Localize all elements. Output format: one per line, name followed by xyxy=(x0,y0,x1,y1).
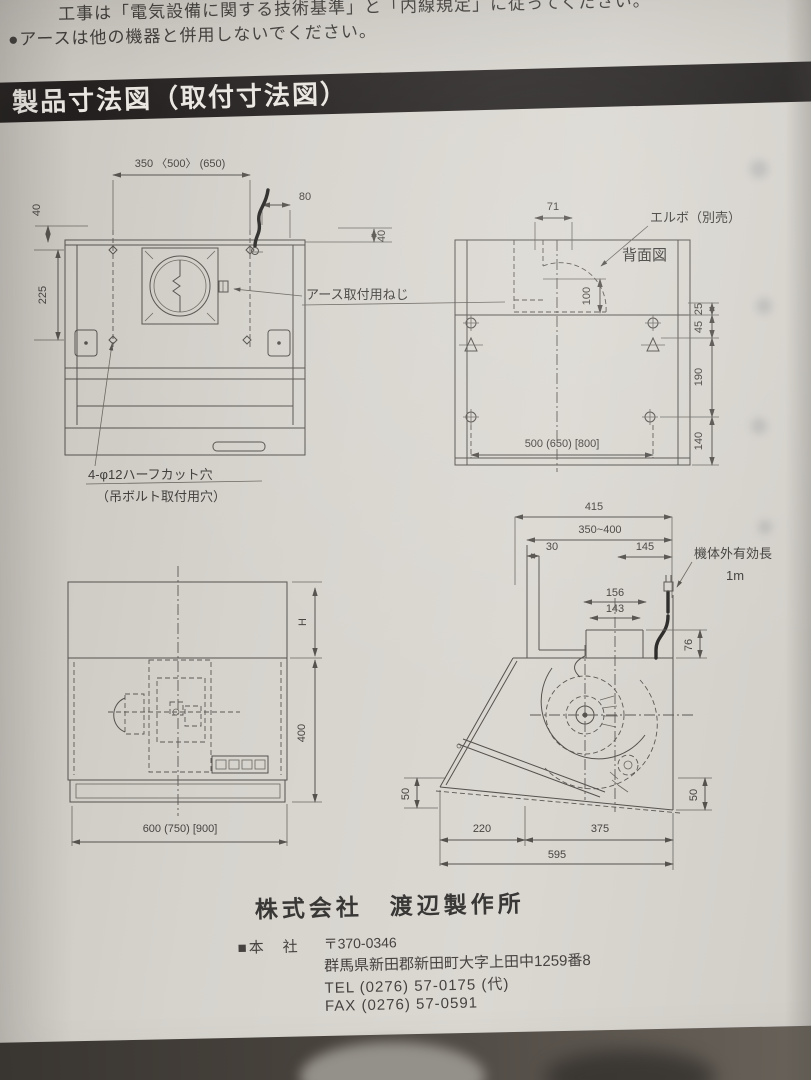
side-dim-30: 30 xyxy=(546,541,558,553)
side-dim-375: 375 xyxy=(591,823,609,835)
back-screw-holes xyxy=(459,315,665,425)
side-dim-595: 595 xyxy=(548,849,566,861)
side-dim-right-50: 50 xyxy=(688,789,700,801)
install-view-drawing: H 400 600 (750) [900] xyxy=(67,566,322,846)
power-plug xyxy=(663,575,674,592)
install-dim-bottom: 600 (750) [900] xyxy=(143,823,218,835)
back-dim-right-2: 45 xyxy=(693,321,705,333)
front-dim-gap-left: 40 xyxy=(31,204,43,216)
side-dim-left-50: 50 xyxy=(400,788,412,800)
print-showthrough-smudge xyxy=(756,298,772,314)
back-view-drawing: エルボ（別売） 背面図 71 100 25 45 xyxy=(454,201,741,472)
back-dim-right-3: 190 xyxy=(693,368,705,386)
fax-number: FAX (0276) 57-0591 xyxy=(324,994,479,1015)
front-label-holes-1: 4-φ12ハーフカット穴 xyxy=(88,467,213,482)
back-dim-bottom: 500 (650) [800] xyxy=(525,438,600,450)
fan-scroll xyxy=(540,655,658,790)
front-dim-gap-right: 40 xyxy=(376,230,388,242)
side-dim-top-total: 415 xyxy=(585,501,603,513)
print-showthrough-smudge xyxy=(758,520,772,534)
front-dim-cord-offset: 80 xyxy=(299,191,311,203)
back-label-elbow: エルボ（別売） xyxy=(650,210,741,225)
back-dim-right-1: 25 xyxy=(693,303,705,315)
side-label-cord-1: 機体外有効長 xyxy=(694,546,772,561)
side-dim-220: 220 xyxy=(473,823,491,835)
front-view-drawing: 350 〈500〉 (650) 40 225 80 40 アース取付用ねじ 4-… xyxy=(31,157,506,504)
switch-panel xyxy=(211,755,269,774)
front-label-holes-2: （吊ボルト取付用穴） xyxy=(96,489,226,504)
manufacturer-block: 株式会社 渡辺製作所 ■本 社 〒370-0346 群馬県新田郡新田町大字上田中… xyxy=(236,881,669,1041)
postal-code: 〒370-0346 xyxy=(323,934,397,952)
head-office-label: ■本 社 xyxy=(237,938,300,957)
motor xyxy=(609,754,639,793)
side-dim-76: 76 xyxy=(683,639,695,651)
tel-number: TEL (0276) 57-0175 (代) xyxy=(324,975,510,997)
front-label-earth-screw: アース取付用ねじ xyxy=(306,287,409,302)
side-dim-145: 145 xyxy=(636,541,654,553)
side-dim-adjust: 350~400 xyxy=(578,524,621,536)
side-label-cord-2: 1m xyxy=(726,568,744,583)
side-view-drawing: 415 350~400 30 145 156 143 xyxy=(400,501,772,870)
print-showthrough-smudge xyxy=(750,160,768,178)
back-dim-elbow-height: 100 xyxy=(581,287,593,305)
back-dim-right-4: 140 xyxy=(693,432,705,450)
front-dim-top: 350 〈500〉 (650) xyxy=(135,157,226,170)
back-dim-elbow-offset: 71 xyxy=(547,201,559,213)
print-showthrough-smudge xyxy=(751,418,767,434)
side-dim-156: 156 xyxy=(606,587,624,599)
install-dim-height: 400 xyxy=(296,724,308,742)
install-dim-h: H xyxy=(297,618,309,626)
back-label-view: 背面図 xyxy=(622,247,667,264)
front-dim-left-height: 225 xyxy=(37,286,49,304)
company-name: 株式会社 渡辺製作所 xyxy=(254,890,526,923)
